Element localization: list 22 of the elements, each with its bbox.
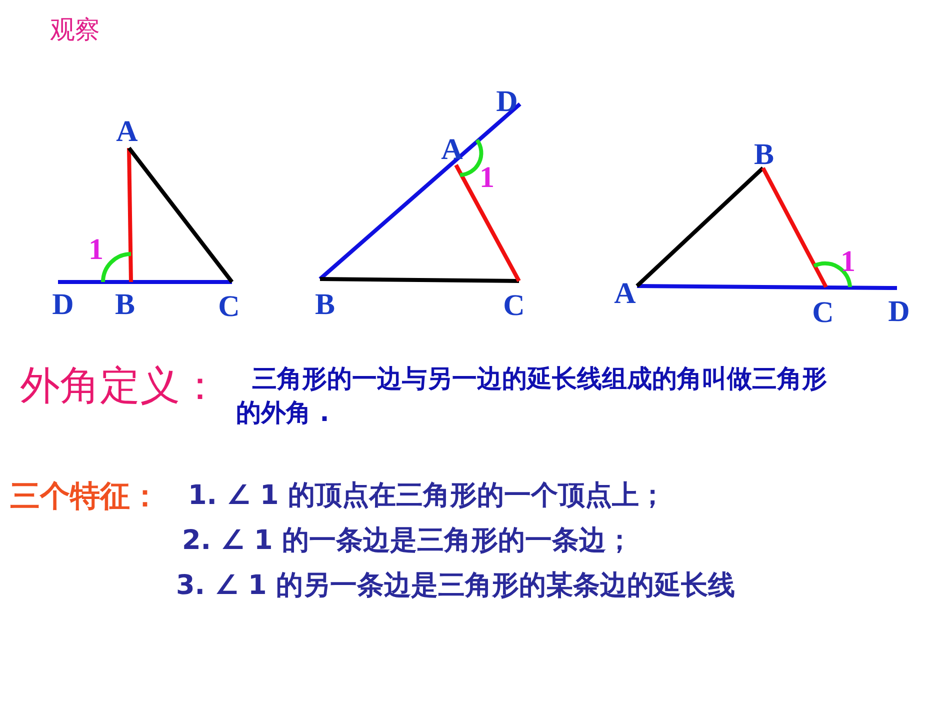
point-label: B [315,290,335,320]
point-label: B [754,140,774,170]
feature-text: 3. ∠ 1 的另一条边是三角形的某条边的延长线 [176,572,736,599]
feature-text: 2. ∠ 1 的一条边是三角形的一条边； [182,527,634,554]
point-label: D [52,290,74,320]
angle-label: 1 [88,235,104,265]
definition-text: 三角形的一边与另一边的延长线组成的角叫做三角形的外角 . [236,363,828,429]
title: 观察 [50,17,100,42]
heading: 三个特征： [10,482,160,512]
point-label: B [115,290,135,320]
point-label: D [888,297,910,327]
point-label: C [218,292,240,322]
point-label: D [496,87,518,117]
feature-text: 1. ∠ 1 的顶点在三角形的一个顶点上； [188,482,666,509]
heading: 外角定义： [20,366,220,406]
point-label: A [116,117,138,147]
angle-label: 1 [480,163,494,193]
point-label: C [812,298,834,328]
angle-label: 1 [840,247,856,277]
point-label: A [614,279,636,309]
point-label: A [441,135,463,165]
point-label: C [503,291,525,321]
